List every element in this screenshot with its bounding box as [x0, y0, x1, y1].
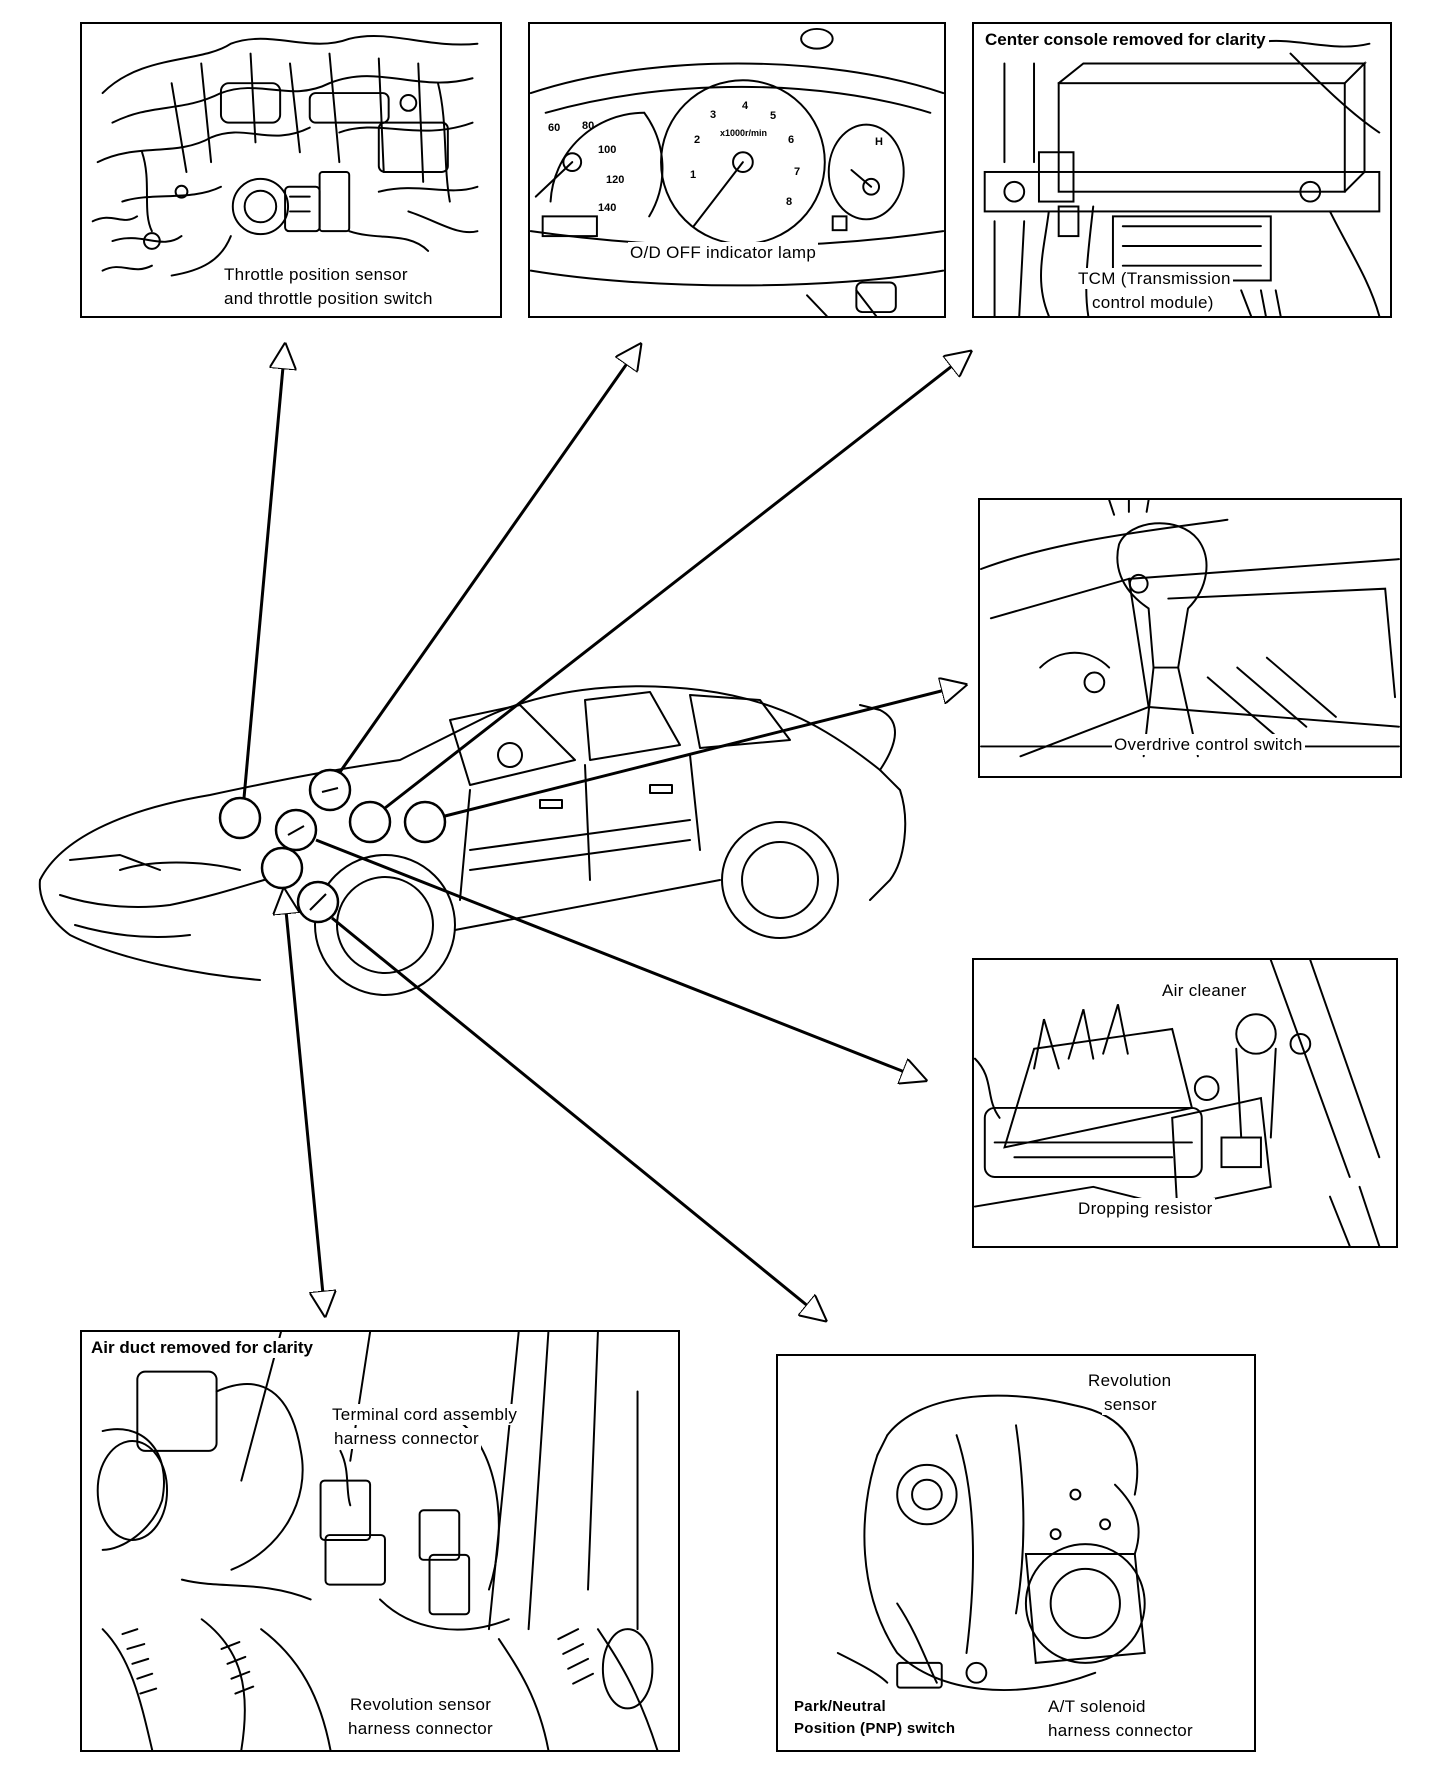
callout-circle-terminal [260, 846, 304, 890]
air-cleaner-illustration [974, 960, 1381, 1246]
terminal-label1-line1: Terminal cord assembly [330, 1404, 520, 1425]
panel-terminal-cord: Air duct removed for clarity Terminal co… [80, 1330, 680, 1752]
tacho-tick-4: 4 [742, 100, 749, 112]
overdrive-switch-label: Overdrive control switch [1112, 734, 1305, 755]
terminal-header: Air duct removed for clarity [88, 1338, 317, 1358]
terminal-label1-line2: harness connector [332, 1428, 481, 1449]
panel-throttle-position-sensor: Throttle position sensor and throttle po… [80, 22, 502, 318]
tacho-tick-3: 3 [710, 109, 717, 121]
tacho-tick-1: 1 [690, 169, 697, 181]
terminal-label2-line1: Revolution sensor [348, 1694, 494, 1715]
tcm-label-line1: TCM (Transmission [1076, 268, 1233, 289]
callout-circle-center [274, 808, 318, 852]
panel-dropping-resistor: Air cleaner Dropping resistor [972, 958, 1398, 1248]
speedo-tick-60: 60 [548, 122, 561, 134]
arrow-to-transaxle [331, 916, 825, 1320]
panel-transaxle: Revolution sensor Park/Neutral Position … [776, 1354, 1256, 1752]
pnp-switch-label-line1: Park/Neutral [792, 1696, 888, 1717]
terminal-label2-line2: harness connector [346, 1718, 495, 1739]
solenoid-label-line2: harness connector [1046, 1720, 1195, 1741]
sedan-car-illustration [38, 685, 907, 996]
tacho-tick-8: 8 [786, 196, 793, 208]
tacho-tick-2: 2 [694, 134, 701, 146]
arrow-to-od-switch [444, 685, 965, 818]
dropping-resistor-label: Dropping resistor [1076, 1198, 1215, 1219]
solenoid-label-line1: A/T solenoid [1046, 1696, 1148, 1717]
tacho-tick-7: 7 [794, 166, 801, 178]
arrow-to-tcm [384, 352, 970, 810]
speedo-tick-120: 120 [606, 174, 625, 186]
speedo-tick-140: 140 [598, 202, 617, 214]
arrow-to-dropping-resistor [315, 838, 925, 1080]
revolution-sensor-label-line1: Revolution [1086, 1370, 1174, 1391]
callout-circle-od-switch [403, 800, 447, 844]
tacho-tick-5: 5 [770, 110, 777, 122]
harness-illustration [96, 1332, 659, 1750]
callout-circle-tcm [348, 800, 392, 844]
panel-tcm: Center console removed for clarity TCM (… [972, 22, 1392, 318]
callout-circle-throttle [218, 796, 262, 840]
tacho-unit: x1000r/min [720, 128, 768, 138]
panel-instrument-cluster: 60 80 100 120 140 1 2 3 4 5 6 7 8 x1000r… [528, 22, 946, 318]
revolution-sensor-label-line2: sensor [1102, 1394, 1159, 1415]
engine-illustration [91, 35, 479, 277]
air-cleaner-label: Air cleaner [1160, 980, 1249, 1001]
throttle-label-line2: and throttle position switch [222, 288, 435, 309]
speedo-tick-80: 80 [582, 120, 595, 132]
arrow-to-terminal [284, 890, 325, 1315]
od-off-lamp-label: O/D OFF indicator lamp [628, 242, 819, 263]
transaxle-illustration [836, 1394, 1146, 1692]
pnp-switch-label-line2: Position (PNP) switch [792, 1718, 958, 1739]
arrow-to-throttle [242, 345, 285, 799]
callout-circle-transaxle [296, 880, 340, 924]
throttle-label-line1: Throttle position sensor [222, 264, 410, 285]
tacho-tick-6: 6 [788, 134, 795, 146]
tcm-label-line2: control module) [1090, 292, 1216, 313]
cluster-illustration [530, 27, 944, 316]
speedo-tick-100: 100 [598, 144, 617, 156]
panel-overdrive-switch: Overdrive control switch [978, 498, 1402, 778]
temp-gauge-mark: H [875, 136, 883, 148]
callout-circle-cluster [308, 768, 352, 812]
tcm-header: Center console removed for clarity [982, 30, 1269, 50]
arrow-to-cluster [338, 345, 640, 773]
